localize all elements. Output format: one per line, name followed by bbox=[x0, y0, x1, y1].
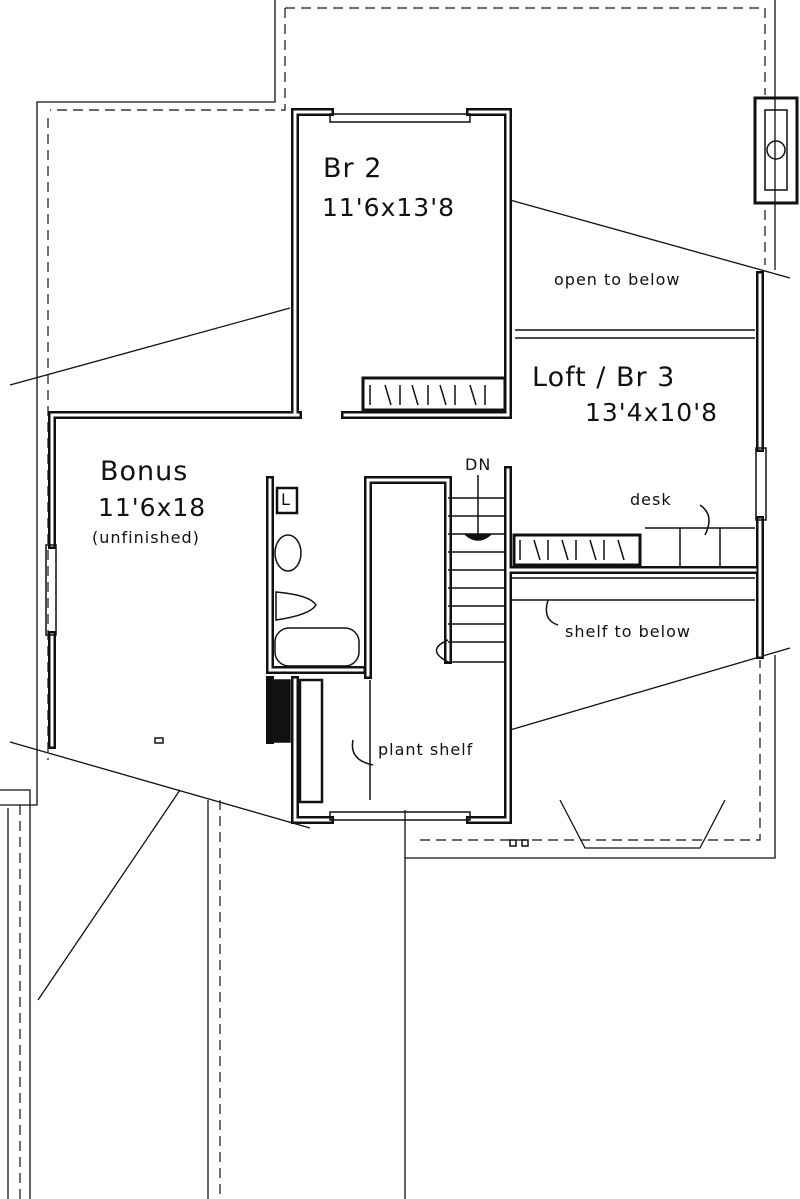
roof-slopes bbox=[9, 199, 791, 1001]
stair-down-label: DN bbox=[465, 455, 492, 474]
room-name-bonus: Bonus bbox=[100, 456, 189, 487]
bonus-note: (unfinished) bbox=[92, 528, 200, 547]
room-name-loft: Loft / Br 3 bbox=[532, 362, 676, 393]
desk-label: desk bbox=[630, 490, 672, 509]
room-size-br2: 11'6x13'8 bbox=[322, 193, 455, 222]
room-name-br2: Br 2 bbox=[323, 153, 383, 184]
dashed-eaves bbox=[19, 7, 766, 1199]
room-size-bonus: 11'6x18 bbox=[98, 493, 207, 522]
plant-shelf-label: plant shelf bbox=[378, 740, 474, 759]
laundry-label: L bbox=[281, 490, 291, 509]
shelf-to-below-label: shelf to below bbox=[565, 622, 691, 641]
fixtures bbox=[154, 96, 799, 847]
room-size-loft: 13'4x10'8 bbox=[585, 398, 718, 427]
open-to-below-label: open to below bbox=[554, 270, 681, 289]
windows bbox=[45, 113, 767, 821]
roof-outline bbox=[0, 0, 776, 1199]
